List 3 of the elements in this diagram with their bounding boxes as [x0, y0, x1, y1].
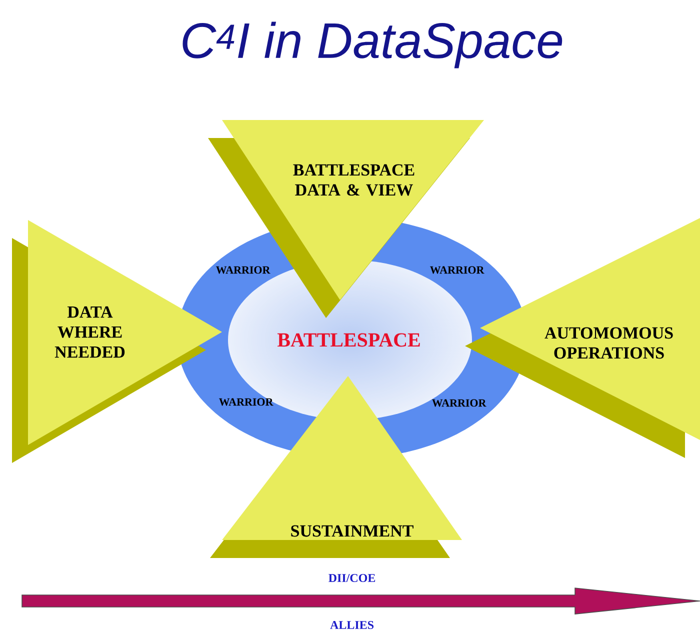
axis-label: DII/COE	[328, 574, 376, 582]
axis-label: ALLIES	[330, 620, 374, 630]
title: C$^{4}$I in DataSpace	[182, 22, 562, 68]
